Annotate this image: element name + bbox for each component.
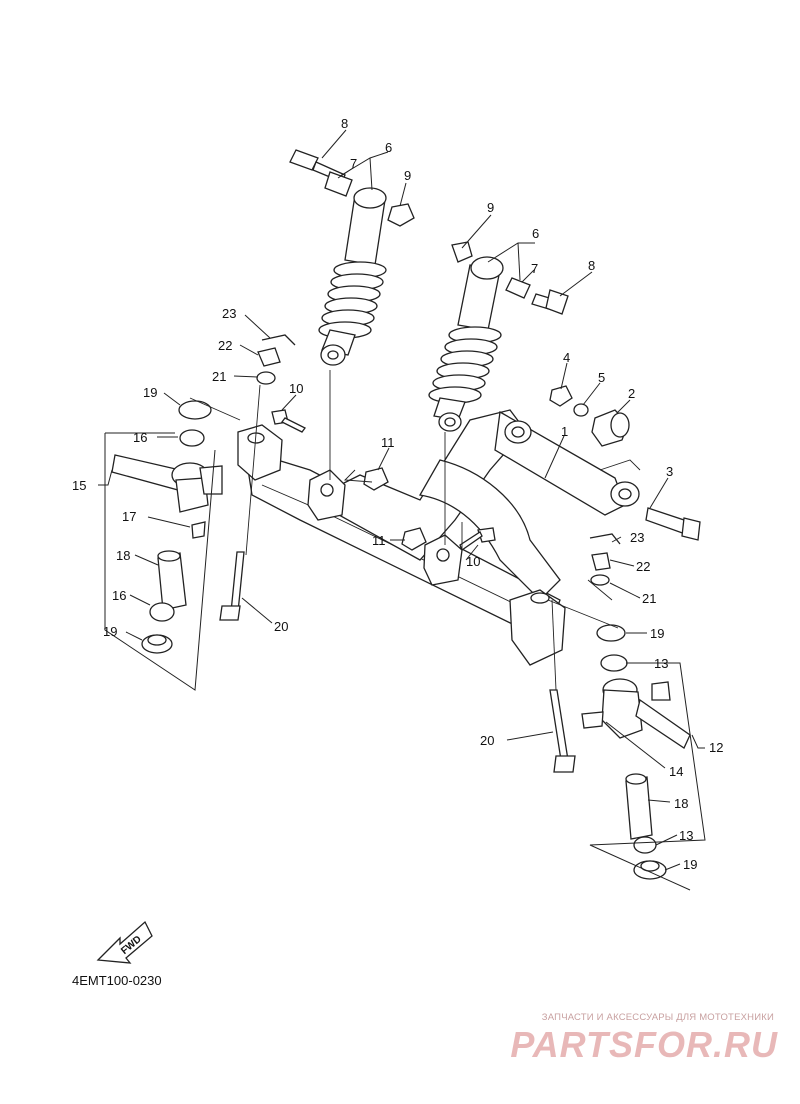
callout-13-upper: 13 [654, 656, 668, 671]
callout-3: 3 [666, 464, 673, 479]
long-bolt-right [549, 689, 576, 773]
callout-4: 4 [563, 350, 570, 365]
leader-lines [98, 129, 706, 891]
left-fasteners [256, 334, 306, 433]
callout-20-right: 20 [480, 733, 494, 748]
callout-22-right: 22 [636, 559, 650, 574]
callout-19-left: 19 [103, 624, 117, 639]
callout-23-left: 23 [222, 306, 236, 321]
callout-21-left: 21 [212, 369, 226, 384]
callout-5: 5 [598, 370, 605, 385]
callout-21-right: 21 [642, 591, 656, 606]
upper-mount-right [451, 241, 569, 315]
callout-11-lower: 11 [372, 533, 386, 548]
callout-11-upper: 11 [381, 435, 395, 450]
assembly-lines [189, 370, 641, 691]
callout-6-left: 6 [385, 140, 392, 155]
callout-18-right: 18 [674, 796, 688, 811]
callout-9-left: 9 [404, 168, 411, 183]
upper-mount-left [289, 149, 415, 227]
drawing-code: 4EMT100-0230 [72, 973, 162, 988]
callout-19-right: 19 [650, 626, 664, 641]
callout-19-topleft: 19 [143, 385, 157, 400]
callout-23-right: 23 [630, 530, 644, 545]
watermark-brand: PARTSFOR.RU [510, 1024, 778, 1065]
callout-18-left: 18 [116, 548, 130, 563]
callout-15: 15 [72, 478, 86, 493]
callout-1: 1 [561, 424, 568, 439]
right-fasteners [459, 527, 621, 586]
callout-2: 2 [628, 386, 635, 401]
pivot-hardware [549, 385, 701, 541]
nut-11-upper [363, 467, 389, 491]
callout-13-lower: 13 [679, 828, 693, 843]
callout-9-right: 9 [487, 200, 494, 215]
callout-7-right: 7 [531, 261, 538, 276]
callout-17: 17 [122, 509, 136, 524]
callout-12: 12 [709, 740, 723, 755]
callout-6-right: 6 [532, 226, 539, 241]
callout-22-left: 22 [218, 338, 232, 353]
long-bolt-left [219, 551, 245, 621]
shock-absorber-right [428, 256, 504, 432]
callout-10-right: 10 [466, 554, 480, 569]
watermark-tagline: ЗАПЧАСТИ И АКСЕССУАРЫ ДЛЯ МОТОТЕХНИКИ [541, 1012, 774, 1023]
callout-16-left: 16 [133, 430, 147, 445]
swingarm-frame [237, 409, 640, 666]
callout-8-left: 8 [341, 116, 348, 131]
knuckle-assembly-right [581, 624, 691, 880]
callout-16-lower: 16 [112, 588, 126, 603]
knuckle-assembly-left [111, 400, 223, 654]
callout-19-bottomright: 19 [683, 857, 697, 872]
callout-20-left: 20 [274, 619, 288, 634]
nut-11-lower [401, 527, 427, 551]
callout-labels: 8 6 7 9 9 6 7 8 23 22 21 10 19 4 5 2 1 1… [72, 116, 723, 872]
fwd-arrow: FWD [96, 920, 153, 964]
shock-absorber-left [318, 187, 387, 366]
callout-14: 14 [669, 764, 683, 779]
callout-8-right: 8 [588, 258, 595, 273]
callout-10-left: 10 [289, 381, 303, 396]
callout-7-left: 7 [350, 156, 357, 171]
